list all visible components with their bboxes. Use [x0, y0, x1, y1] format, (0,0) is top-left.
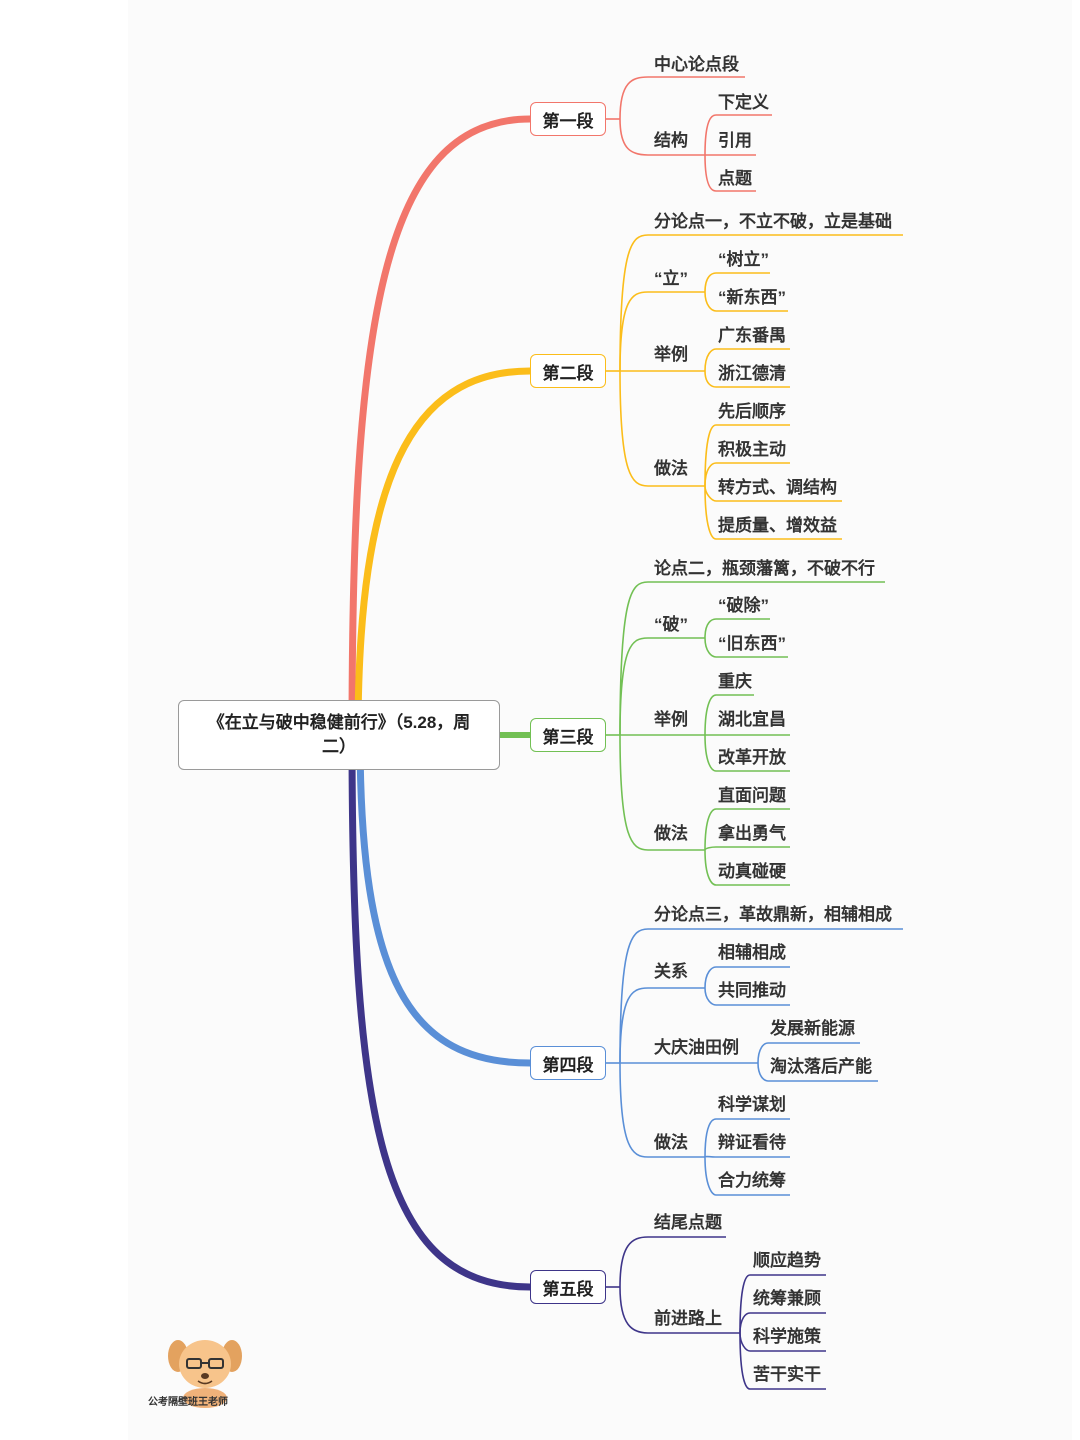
subtopic-label[interactable]: 发展新能源 — [770, 1019, 855, 1038]
subtopic-label[interactable]: 直面问题 — [718, 786, 786, 805]
subtopic-label[interactable]: 淘汰落后产能 — [770, 1057, 872, 1076]
subtopic-label[interactable]: 拿出勇气 — [718, 824, 786, 843]
topic-label[interactable]: 做法 — [654, 824, 688, 843]
subtopic-label[interactable]: 重庆 — [718, 672, 752, 691]
subtopic-label[interactable]: 改革开放 — [718, 748, 786, 767]
root-title-line1: 《在立与破中稳健前行》（5.28，周 — [207, 713, 471, 732]
topic-label[interactable]: 大庆油田例 — [654, 1038, 739, 1057]
topic-label[interactable]: 前进路上 — [654, 1309, 722, 1328]
subtopic-label[interactable]: 积极主动 — [718, 440, 786, 459]
subtopic-label[interactable]: 浙江德清 — [718, 364, 786, 383]
topic-label[interactable]: 做法 — [654, 1133, 688, 1152]
branch-3-node[interactable]: 第三段 — [530, 718, 606, 752]
subtopic-label[interactable]: 顺应趋势 — [753, 1251, 821, 1270]
topic-label[interactable]: 关系 — [654, 962, 688, 981]
topic-label[interactable]: 举例 — [654, 710, 688, 729]
subtopic-label[interactable]: 共同推动 — [718, 981, 786, 1000]
topic-label[interactable]: 结尾点题 — [654, 1213, 722, 1232]
watermark-text: 公考隔壁班王老师 — [148, 1397, 228, 1408]
subtopic-label[interactable]: “树立” — [718, 250, 769, 269]
branch-5-node[interactable]: 第五段 — [530, 1270, 606, 1304]
root-title-line2: 二） — [322, 737, 356, 756]
subtopic-label[interactable]: 科学施策 — [753, 1327, 821, 1346]
topic-label[interactable]: 结构 — [654, 131, 688, 150]
subtopic-label[interactable]: “破除” — [718, 596, 769, 615]
subtopic-label[interactable]: 下定义 — [718, 93, 769, 112]
subtopic-label[interactable]: 湖北宜昌 — [718, 710, 786, 729]
topic-label[interactable]: “立” — [654, 269, 688, 288]
topic-label[interactable]: “破” — [654, 615, 688, 634]
subtopic-label[interactable]: 动真碰硬 — [718, 862, 786, 881]
topic-label[interactable]: 做法 — [654, 459, 688, 478]
topic-label[interactable]: 举例 — [654, 345, 688, 364]
branch-2-node[interactable]: 第二段 — [530, 354, 606, 388]
branch-1-node[interactable]: 第一段 — [530, 102, 606, 136]
topic-label[interactable]: 分论点三，革故鼎新，相辅相成 — [654, 905, 892, 924]
root-topic[interactable]: 《在立与破中稳健前行》（5.28，周 二） — [178, 700, 500, 770]
subtopic-label[interactable]: 合力统筹 — [718, 1171, 786, 1190]
subtopic-label[interactable]: 提质量、增效益 — [718, 516, 837, 535]
topic-label[interactable]: 分论点一，不立不破，立是基础 — [654, 212, 892, 231]
subtopic-label[interactable]: 先后顺序 — [718, 402, 786, 421]
topic-label[interactable]: 论点二，瓶颈藩篱，不破不行 — [654, 559, 875, 578]
dog-teacher-icon — [168, 1340, 242, 1408]
subtopic-label[interactable]: 科学谋划 — [718, 1095, 786, 1114]
subtopic-label[interactable]: “新东西” — [718, 288, 786, 307]
subtopic-label[interactable]: 辩证看待 — [718, 1133, 786, 1152]
subtopic-label[interactable]: 统筹兼顾 — [753, 1289, 821, 1308]
branch-4-node[interactable]: 第四段 — [530, 1046, 606, 1080]
subtopic-label[interactable]: 转方式、调结构 — [718, 478, 837, 497]
subtopic-label[interactable]: “旧东西” — [718, 634, 786, 653]
topic-label[interactable]: 中心论点段 — [654, 55, 739, 74]
subtopic-label[interactable]: 引用 — [718, 131, 752, 150]
subtopic-label[interactable]: 点题 — [718, 169, 752, 188]
subtopic-label[interactable]: 苦干实干 — [753, 1365, 821, 1384]
subtopic-label[interactable]: 相辅相成 — [718, 943, 786, 962]
subtopic-label[interactable]: 广东番禺 — [718, 326, 786, 345]
